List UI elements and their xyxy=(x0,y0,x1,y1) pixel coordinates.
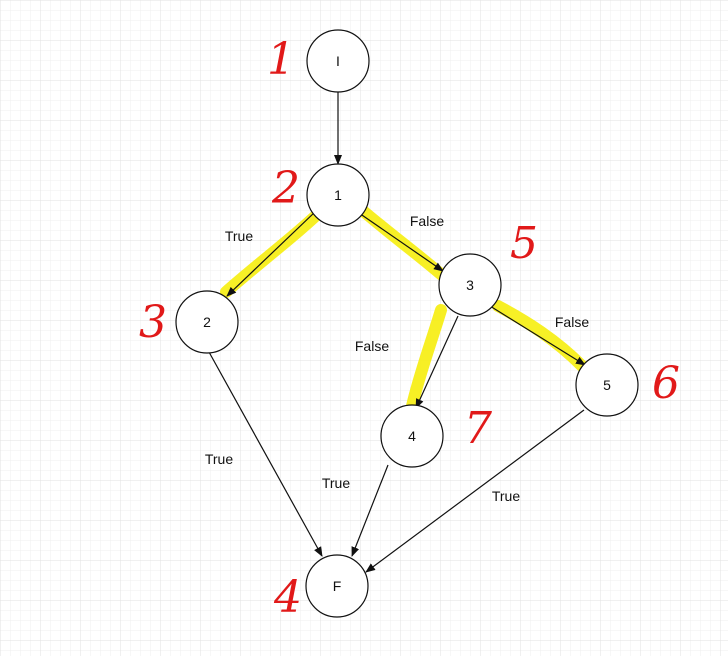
node-2: 2 xyxy=(175,290,239,354)
edge-n1-n3 xyxy=(358,212,444,272)
edges xyxy=(208,92,586,573)
edge-label-n1-n2: True xyxy=(225,228,253,244)
edge-n4-final xyxy=(351,464,389,557)
node-3-label: 3 xyxy=(466,277,474,293)
annotation-n5: 6 xyxy=(652,358,680,409)
annotation-final: 4 xyxy=(273,572,302,623)
edge-label-n4-final: True xyxy=(322,475,350,491)
node-3: 3 xyxy=(438,253,502,317)
edge-label-n3-n5: False xyxy=(555,314,589,330)
node-4-label: 4 xyxy=(408,428,416,444)
handwritten-annotations: 1 2 3 4 5 6 7 xyxy=(139,34,680,623)
annotation-n4: 7 xyxy=(464,403,492,454)
edge-n5-final xyxy=(365,409,585,573)
edge-labels: True False False False True True True xyxy=(205,213,589,504)
node-1: 1 xyxy=(306,163,370,227)
node-5: 5 xyxy=(575,353,639,417)
edge-label-n3-n4: False xyxy=(355,338,389,354)
annotation-n3: 5 xyxy=(510,218,538,269)
nodes: I 1 2 3 4 5 F xyxy=(175,29,639,618)
node-5-label: 5 xyxy=(603,377,611,393)
edge-label-n5-final: True xyxy=(492,488,520,504)
edge-n2-final xyxy=(208,351,323,557)
annotation-n1: 2 xyxy=(271,163,300,214)
edge-n3-n4 xyxy=(415,315,459,409)
node-start: I xyxy=(306,29,370,93)
node-start-label: I xyxy=(336,53,340,69)
edge-label-n2-final: True xyxy=(205,451,233,467)
node-1-label: 1 xyxy=(334,187,342,203)
edge-n3-n5 xyxy=(489,305,586,366)
node-final-label: F xyxy=(333,578,342,594)
annotation-n2: 3 xyxy=(139,297,167,348)
node-2-label: 2 xyxy=(203,314,211,330)
edge-n1-n2 xyxy=(226,210,317,297)
node-4: 4 xyxy=(380,404,444,468)
node-final: F xyxy=(305,554,369,618)
annotation-start: 1 xyxy=(267,34,295,85)
edge-label-n1-n3: False xyxy=(410,213,444,229)
highlight-n3-n4 xyxy=(406,304,447,412)
